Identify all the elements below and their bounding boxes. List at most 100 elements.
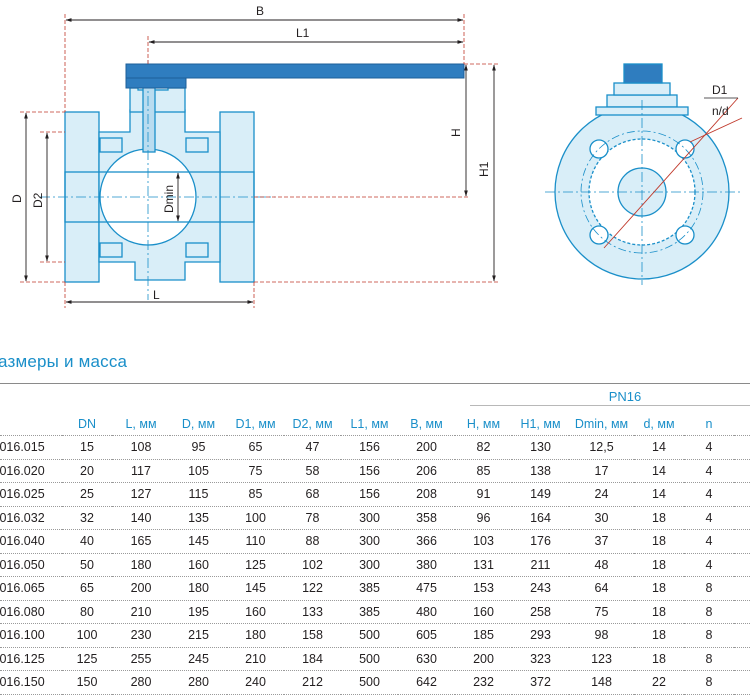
table-cell: 164 xyxy=(512,506,569,530)
table-cell: 358 xyxy=(398,506,455,530)
table-cell: 98 xyxy=(569,623,634,648)
table-cell: 138 xyxy=(512,459,569,483)
table-cell: 245 xyxy=(170,647,227,671)
article-code-cell: .016.050 xyxy=(0,553,62,577)
table-cell: 8 xyxy=(684,600,734,624)
table-header-cell: L, мм xyxy=(112,413,170,436)
table-cell: 24 xyxy=(569,482,634,507)
dim-label-b: B xyxy=(256,4,264,18)
table-cell xyxy=(734,459,750,483)
table-cell: 150 xyxy=(62,670,112,695)
table-cell: 258 xyxy=(512,600,569,624)
table-header-cell: H, мм xyxy=(455,413,512,436)
table-cell: 65 xyxy=(227,435,284,460)
table-cell: 185 xyxy=(455,623,512,648)
table-cell: 4 xyxy=(684,482,734,507)
table-cell: 210 xyxy=(112,600,170,624)
table-cell: 18 xyxy=(634,529,684,554)
table-cell: 80 xyxy=(62,600,112,624)
table-cell: 158 xyxy=(284,623,341,648)
table-header-cell xyxy=(0,413,62,436)
table-cell: 18 xyxy=(634,506,684,530)
table-cell: 232 xyxy=(455,670,512,695)
table-header-cell: Dmin, мм xyxy=(569,413,634,436)
table-cell: 480 xyxy=(398,600,455,624)
table-header-cell: B, мм xyxy=(398,413,455,436)
table-cell: 180 xyxy=(227,623,284,648)
dim-label-d1: D1 xyxy=(712,83,728,97)
table-cell: 40 xyxy=(62,529,112,554)
table-cell: 8 xyxy=(684,623,734,648)
table-cell: 108 xyxy=(112,435,170,460)
table-cell: 323 xyxy=(512,647,569,671)
table-cell: 130 xyxy=(512,435,569,460)
pressure-class-label: PN16 xyxy=(608,389,642,404)
table-cell: 212 xyxy=(284,670,341,695)
table-cell: 100 xyxy=(227,506,284,530)
table-cell xyxy=(734,482,750,507)
table-cell: 75 xyxy=(227,459,284,483)
table-cell: 96 xyxy=(455,506,512,530)
table-cell: 12,5 xyxy=(569,435,634,460)
valve-handle xyxy=(125,63,465,79)
table-cell: 243 xyxy=(512,576,569,601)
table-cell: 17 xyxy=(569,459,634,483)
article-code-cell: .016.125 xyxy=(0,647,62,671)
table-cell: 102 xyxy=(284,553,341,577)
table-cell: 20 xyxy=(62,459,112,483)
table-cell: 215 xyxy=(170,623,227,648)
table-cell: 85 xyxy=(227,482,284,507)
table-cell: 64 xyxy=(569,576,634,601)
table-cell: 300 xyxy=(341,553,398,577)
article-code-cell: .016.020 xyxy=(0,459,62,483)
table-header-cell: M xyxy=(734,413,750,436)
table-cell: 176 xyxy=(512,529,569,554)
table-cell: 50 xyxy=(62,553,112,577)
table-cell: 58 xyxy=(284,459,341,483)
table-cell: 200 xyxy=(112,576,170,601)
table-cell xyxy=(734,506,750,530)
table-cell: 15 xyxy=(62,435,112,460)
article-code-cell: .016.015 xyxy=(0,435,62,460)
table-header-cell: H1, мм xyxy=(512,413,569,436)
dim-label-d2: D2 xyxy=(31,192,45,208)
table-cell xyxy=(734,647,750,671)
article-code-cell: .016.025 xyxy=(0,482,62,507)
table-cell: 18 xyxy=(634,600,684,624)
table-cell: 68 xyxy=(284,482,341,507)
table-cell: 4 xyxy=(684,459,734,483)
table-cell: 75 xyxy=(569,600,634,624)
table-cell: 372 xyxy=(512,670,569,695)
table-cell: 95 xyxy=(170,435,227,460)
table-cell: 22 xyxy=(634,670,684,695)
table-cell: 240 xyxy=(227,670,284,695)
table-cell: 200 xyxy=(398,435,455,460)
table-cell: 105 xyxy=(170,459,227,483)
table-cell: 14 xyxy=(634,459,684,483)
table-cell: 300 xyxy=(341,506,398,530)
table-cell: 4 xyxy=(684,435,734,460)
table-cell: 642 xyxy=(398,670,455,695)
table-cell: 475 xyxy=(398,576,455,601)
table-cell: 500 xyxy=(341,623,398,648)
table-cell: 25 xyxy=(62,482,112,507)
table-cell: 380 xyxy=(398,553,455,577)
table-cell: 4 xyxy=(684,529,734,554)
table-cell: 293 xyxy=(512,623,569,648)
table-cell: 366 xyxy=(398,529,455,554)
table-cell: 255 xyxy=(112,647,170,671)
valve-side-view xyxy=(64,71,255,283)
table-header-cell: DN xyxy=(62,413,112,436)
table-cell xyxy=(734,600,750,624)
article-code-cell: .016.032 xyxy=(0,506,62,530)
table-cell: 123 xyxy=(569,647,634,671)
table-cell: 160 xyxy=(227,600,284,624)
table-cell: 211 xyxy=(512,553,569,577)
table-cell: 605 xyxy=(398,623,455,648)
